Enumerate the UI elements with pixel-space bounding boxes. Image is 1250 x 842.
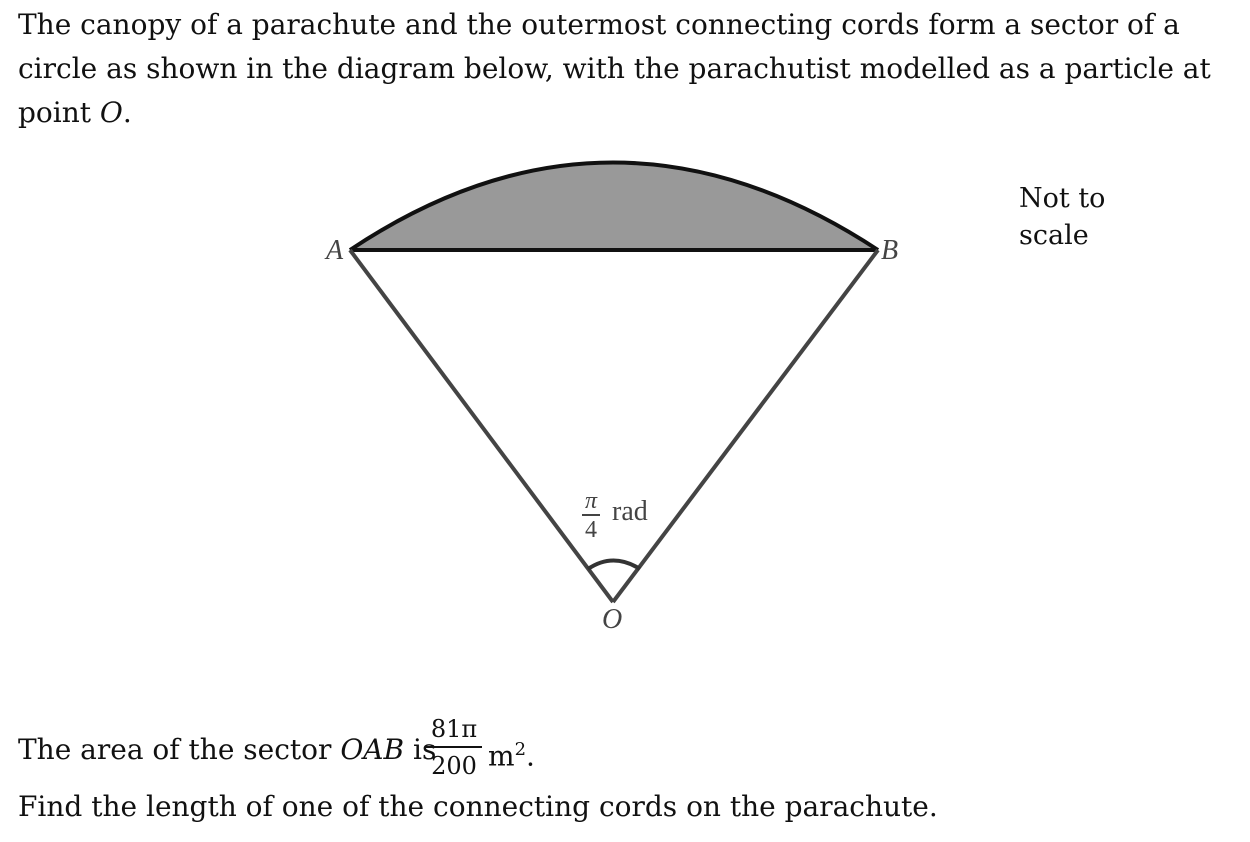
problem-intro: The canopy of a parachute and the outerm… [18,3,1233,135]
note-line-1: Not to [1019,183,1106,214]
note-line-2: scale [1019,220,1089,251]
area-prefix-text: The area of the sector [18,733,341,766]
angle-numerator: π [585,488,598,514]
label-b: B [881,235,898,266]
label-a: A [324,235,344,266]
area-exponent: 2 [514,739,527,760]
point-o-text: O [99,96,123,129]
area-denominator: 200 [431,752,477,780]
canopy-arc [348,160,880,252]
not-to-scale-note: Not to scale [1019,180,1105,254]
angle-unit: rad [612,496,648,527]
area-unit: m2. [488,730,535,776]
area-prefix: The area of the sector OAB is [18,730,436,770]
question-text: Find the length of one of the connecting… [18,790,938,823]
area-is: is [404,733,437,766]
area-fraction: 81π 200 [426,712,482,782]
area-end: . [526,739,535,773]
intro-period: . [122,96,132,129]
angle-denominator: 4 [585,517,597,543]
angle-arc [586,558,642,571]
area-unit-text: m [488,739,515,773]
area-numerator: 81π [426,712,482,748]
intro-text: The canopy of a parachute and the outerm… [18,8,1211,129]
label-o: O [602,604,622,635]
sector-name: OAB [340,733,405,766]
cord-oa [348,248,615,604]
cord-ob [611,248,880,604]
